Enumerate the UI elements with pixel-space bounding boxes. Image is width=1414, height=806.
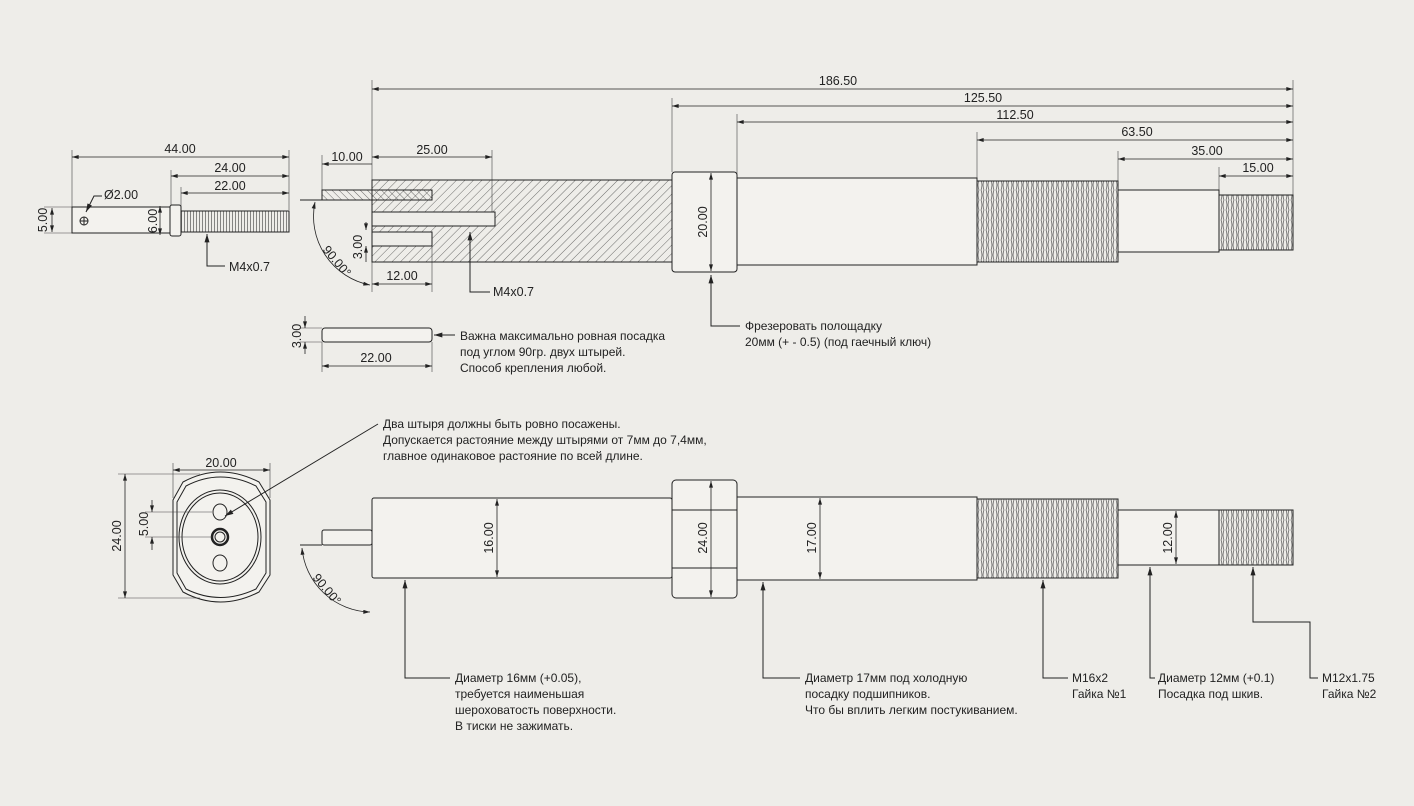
dim-35-00: 35.00 [1191,144,1222,158]
end-view: 20.00 24.00 5.00 Два штыря должны быть р… [110,417,707,603]
dim-125-50: 125.50 [964,91,1002,105]
pin-section [321,189,433,201]
dim-186-50: 186.50 [819,74,857,88]
dim-24-00: 24.00 [214,161,245,175]
side-thread-m12 [1218,509,1294,566]
dim-25-00: 25.00 [416,143,447,157]
note-diameter-12: Диаметр 12мм (+0.1)Посадка под шкив. [1158,671,1274,701]
thread-m12 [1218,194,1294,251]
dim-63-50: 63.50 [1121,125,1152,139]
dim-15-00: 15.00 [1242,161,1273,175]
dim-end-height: 24.00 [110,520,124,551]
side-shaft-17 [736,496,978,581]
dim-end-width: 20.00 [205,456,236,470]
pins-note: Два штыря должны быть ровно посажены.Доп… [383,417,707,463]
angle-90: 90.00° [320,243,354,280]
dim-22-00: 22.00 [214,179,245,193]
side-pin [321,529,373,546]
screw-head [169,204,182,237]
neck-12 [1117,189,1220,253]
dim-hole-2: Ø2.00 [104,188,138,202]
side-thread-m16 [976,498,1119,579]
dim-end-offset: 5.00 [137,512,151,536]
screw-view: 44.00 24.00 22.00 Ø2.00 5.00 6.00 M4x0.7 [36,142,290,274]
dim-17-00: 17.00 [805,522,819,553]
top-section-view: 186.50 125.50 112.50 63.50 35.00 15.00 1… [300,74,1294,349]
dim-5-00: 5.00 [36,208,50,232]
screw-thread [180,210,290,233]
dim-pin-len: 22.00 [360,351,391,365]
dim-6-00: 6.00 [146,209,160,233]
dim-pin-dia: 3.00 [290,324,304,348]
dim-10-00: 10.00 [331,150,362,164]
dim-20-00: 20.00 [696,206,710,237]
note-diameter-16: Диаметр 16мм (+0.05),требуется наименьша… [455,671,616,733]
side-view: 90.00° 16.00 24.00 17.00 12.00 Диаметр 1… [300,479,1377,733]
dim-16-00: 16.00 [482,522,496,553]
body-16 [371,497,673,579]
thread-m16 [976,180,1119,263]
shaft-17 [736,177,978,266]
pin [321,327,433,343]
dim-112-50: 112.50 [996,108,1033,122]
dim-24-00: 24.00 [696,522,710,553]
pin-view: 3.00 22.00 Важна максимально ровная поса… [290,316,665,375]
pin-hole [212,554,228,572]
dim-12-00: 12.00 [386,269,417,283]
side-angle-90: 90.00° [310,571,344,608]
dim-3-00: 3.00 [351,235,365,259]
thread-label-m4: M4x0.7 [493,285,534,299]
dim-12-00: 12.00 [1161,522,1175,553]
dim-44-00: 44.00 [164,142,195,156]
side-neck-12 [1117,509,1220,566]
screw-thread-label: M4x0.7 [229,260,270,274]
